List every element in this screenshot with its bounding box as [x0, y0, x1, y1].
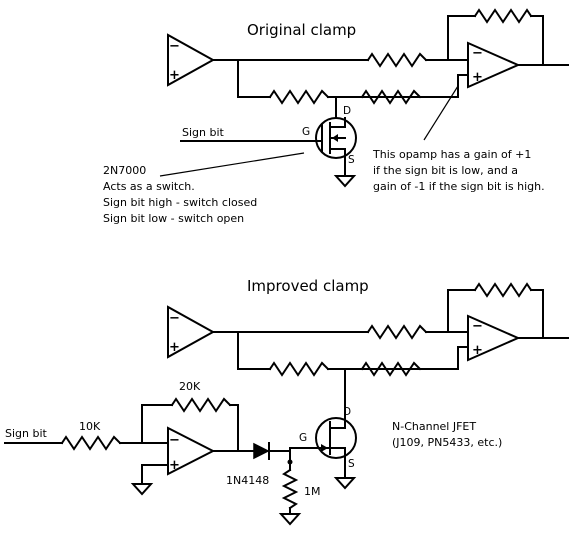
top-note-2: Sign bit high - switch closed [103, 196, 257, 209]
feedback-resistor-20k [170, 397, 232, 413]
top-title: Original clamp [247, 21, 356, 39]
bottom-title: Improved clamp [247, 277, 369, 295]
jfet-label-1: N-Channel JFET [392, 420, 476, 433]
top-lower-resistor [268, 89, 330, 105]
bottom-source-pin: S [348, 458, 355, 470]
bottom-drain-pin: D [343, 406, 351, 418]
diode-label: 1N4148 [226, 474, 269, 487]
top-opamp-pointer [423, 85, 459, 141]
minus-sign: − [472, 319, 483, 334]
top-right-opamp: − + [467, 41, 521, 89]
top-gate-pin: G [302, 126, 310, 138]
bottom-plus-resistor [360, 361, 422, 377]
top-ground [333, 173, 357, 188]
top-source-pin: S [348, 154, 355, 166]
bottom-feedback-resistor [473, 282, 533, 298]
bottom-ground-1m [278, 513, 302, 526]
bottom-left-opamp: − + [167, 305, 216, 359]
minus-sign: − [169, 433, 180, 448]
diode-1n4148 [253, 442, 270, 460]
bottom-ground-opamp [130, 483, 154, 496]
jfet-label-2: (J109, PN5433, etc.) [392, 436, 502, 449]
top-feedback-resistor [473, 8, 533, 24]
r-20k-label: 20K [179, 380, 201, 393]
bottom-gate-pin: G [299, 432, 307, 444]
top-left-opamp: − + [167, 33, 216, 87]
bottom-right-opamp: − + [467, 314, 521, 362]
top-drain-pin: D [343, 105, 351, 117]
bottom-ground-jfet [333, 477, 357, 490]
bottom-sign-bit-label: Sign bit [5, 427, 48, 440]
top-note-3: Sign bit low - switch open [103, 212, 244, 225]
minus-sign: − [169, 311, 180, 326]
r-1m-label: 1M [304, 485, 321, 498]
top-mosfet [315, 96, 357, 175]
minus-sign: − [472, 46, 483, 61]
top-mosfet-pointer [159, 152, 305, 177]
minus-sign: − [169, 39, 180, 54]
plus-sign: + [169, 340, 180, 355]
top-opamp-note-3: gain of -1 if the sign bit is high. [373, 180, 545, 193]
bottom-lower-resistor [268, 361, 330, 377]
bottom-jfet [300, 368, 357, 477]
resistor-1m [281, 468, 299, 510]
top-sign-bit-label: Sign bit [182, 126, 225, 139]
r-10k-label: 10K [79, 420, 101, 433]
plus-sign: + [169, 458, 180, 473]
plus-sign: + [169, 68, 180, 83]
top-opamp-note-1: This opamp has a gain of +1 [372, 148, 531, 161]
plus-sign: + [472, 343, 483, 358]
input-resistor-10k [60, 435, 122, 451]
top-note-1: Acts as a switch. [103, 180, 195, 193]
bottom-input-resistor [366, 324, 428, 340]
top-part-label: 2N7000 [103, 164, 146, 177]
top-input-resistor [366, 52, 428, 68]
plus-sign: + [472, 70, 483, 85]
top-opamp-note-2: if the sign bit is low, and a [373, 164, 518, 177]
top-plus-resistor [360, 89, 422, 105]
top-output-wire [212, 59, 271, 98]
inverter-opamp: − + [167, 426, 216, 476]
